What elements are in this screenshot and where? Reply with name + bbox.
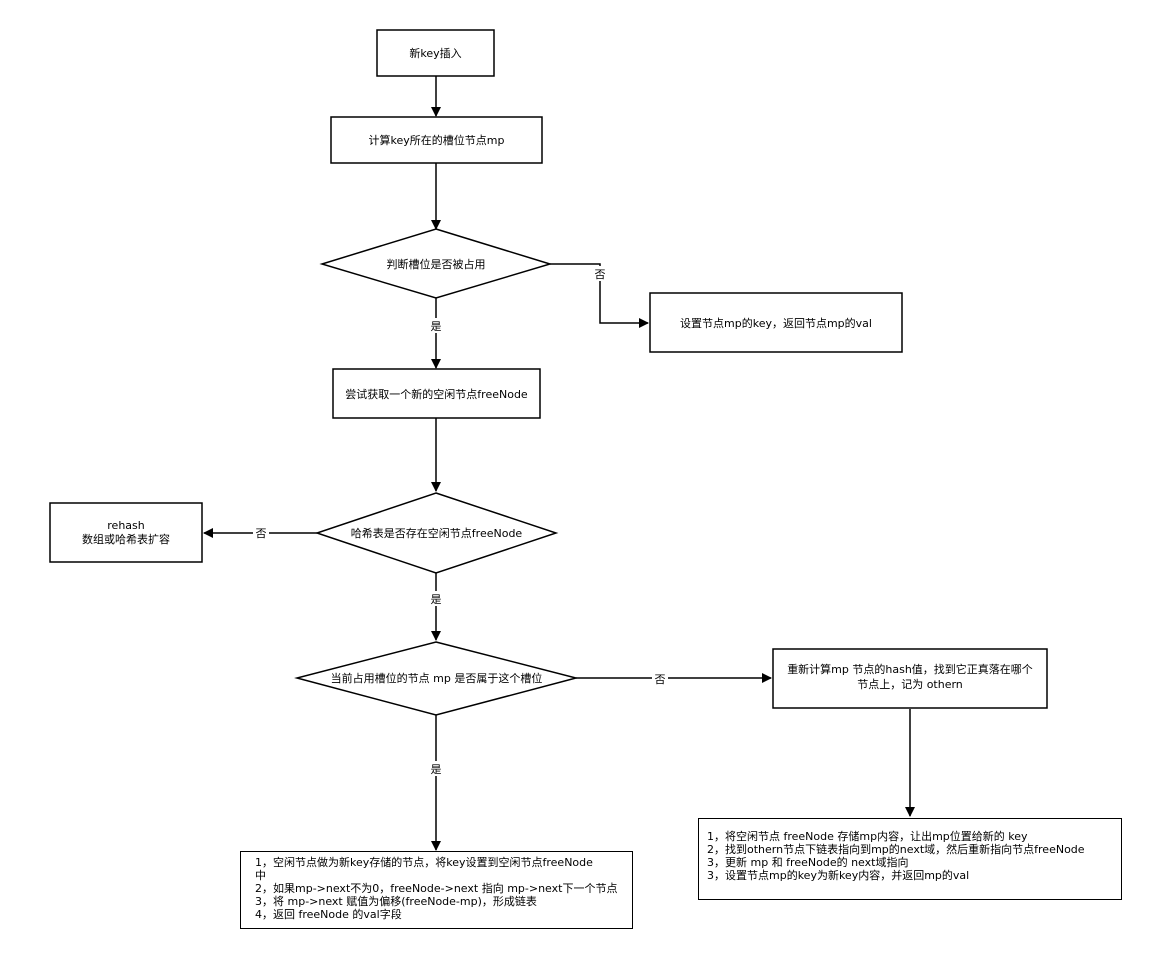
steps-no-box: 1，将空闲节点 freeNode 存储mp内容，让出mp位置给新的 key 2，… (698, 818, 1122, 900)
steps-yes-box: 1，空闲节点做为新key存储的节点，将key设置到空闲节点freeNode 中 … (240, 851, 633, 929)
belongs-slot-decision (294, 641, 579, 716)
recompute-node (772, 648, 1048, 709)
edge-label-occupied-no: 否 (595, 268, 606, 281)
recompute-label-line1: 重新计算mp 节点的hash值，找到它正真落在哪个 (787, 662, 1033, 676)
compute-slot-node (330, 116, 543, 164)
steps-yes-line-3: 2，如果mp->next不为0，freeNode->next 指向 mp->ne… (255, 882, 618, 895)
steps-no-line-2: 2，找到othern节点下链表指向到mp的next域，然后重新指向节点freeN… (707, 843, 1085, 856)
check-occupied-decision (319, 228, 553, 299)
edge-label-belongs-yes: 是 (431, 763, 442, 776)
belongs-slot-label: 当前占用槽位的节点 mp 是否属于这个槽位 (331, 671, 543, 685)
steps-no-line-1: 1，将空闲节点 freeNode 存储mp内容，让出mp位置给新的 key (707, 830, 1028, 843)
start-node (376, 29, 495, 77)
edge-check-no-to-set (550, 263, 649, 328)
rehash-node (49, 502, 203, 563)
edge-label-belongs-no: 否 (655, 673, 666, 686)
steps-yes-line-4: 3，将 mp->next 赋值为偏移(freeNode-mp)，形成链表 (255, 895, 537, 908)
compute-slot-label: 计算key所在的槽位节点mp (369, 133, 505, 147)
rehash-label-line1: rehash (107, 519, 144, 532)
rehash-label-line2: 数组或哈希表扩容 (82, 532, 170, 546)
has-free-label: 哈希表是否存在空闲节点freeNode (351, 526, 523, 540)
edge-label-free-no: 否 (256, 527, 267, 540)
check-occupied-label: 判断槽位是否被占用 (387, 257, 486, 271)
start-label: 新key插入 (409, 46, 461, 60)
edge-label-free-yes: 是 (431, 593, 442, 606)
get-free-label: 尝试获取一个新的空闲节点freeNode (345, 387, 528, 401)
steps-yes-line-5: 4，返回 freeNode 的val字段 (255, 908, 402, 921)
edge-label-occupied-yes: 是 (431, 320, 442, 333)
has-free-node-decision (314, 492, 559, 574)
get-free-node (332, 368, 541, 419)
steps-yes-line-2: 中 (255, 869, 266, 882)
steps-no-line-3: 3，更新 mp 和 freeNode的 next域指向 (707, 856, 909, 869)
set-value-node (649, 292, 903, 353)
set-value-label: 设置节点mp的key，返回节点mp的val (680, 316, 872, 330)
recompute-label-line2: 节点上，记为 othern (857, 678, 963, 691)
steps-yes-line-1: 1，空闲节点做为新key存储的节点，将key设置到空闲节点freeNode (255, 856, 593, 869)
steps-no-line-4: 3，设置节点mp的key为新key内容，并返回mp的val (707, 869, 970, 882)
